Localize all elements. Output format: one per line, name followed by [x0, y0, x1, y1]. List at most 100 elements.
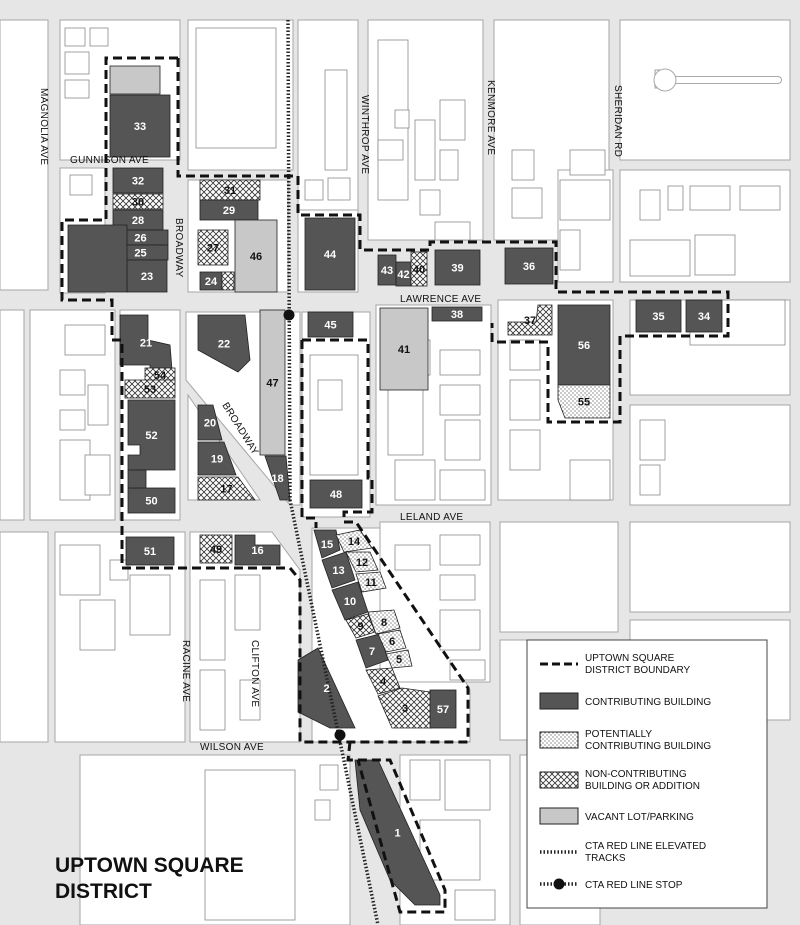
cta-stop-wilson[interactable]	[334, 729, 346, 741]
sheridan-loop	[653, 68, 782, 92]
map-title-line1: UPTOWN SQUARE	[55, 854, 244, 877]
building-50[interactable]	[127, 487, 176, 514]
legend-potentially-label-1: POTENTIALLY	[585, 729, 652, 740]
building-label-29: 29	[223, 205, 235, 217]
building-label-25: 25	[134, 248, 146, 260]
street-kenmore: KENMORE AVE	[485, 80, 496, 155]
building-label-40: 40	[413, 264, 425, 276]
district-boundary	[60, 56, 730, 914]
building-label-32: 32	[132, 176, 144, 188]
building-label-38: 38	[451, 309, 463, 321]
building-52[interactable]	[127, 399, 176, 471]
legend-boundary-label-1: UPTOWN SQUARE	[585, 653, 675, 664]
building-label-48: 48	[330, 489, 342, 501]
street-racine: RACINE AVE	[180, 640, 191, 702]
building-23[interactable]	[126, 259, 168, 293]
building-7[interactable]	[355, 633, 389, 669]
building-label-14: 14	[348, 536, 361, 548]
building-label-37: 37	[524, 315, 536, 327]
building-label-11: 11	[365, 577, 377, 589]
building-label-57: 57	[437, 704, 449, 716]
building-37[interactable]	[507, 304, 553, 336]
street-winthrop: WINTHROP AVE	[359, 95, 370, 174]
building-label-42: 42	[397, 269, 409, 281]
building-38[interactable]	[431, 306, 483, 322]
building-57[interactable]	[429, 689, 457, 729]
building-label-7: 7	[369, 646, 375, 658]
street-magnolia: MAGNOLIA AVE	[38, 88, 49, 165]
building-51[interactable]	[125, 536, 175, 566]
building-27[interactable]	[197, 229, 229, 266]
street-clifton: CLIFTON AVE	[249, 640, 260, 707]
building-label-44: 44	[324, 249, 337, 261]
building-29[interactable]	[199, 199, 259, 221]
building-4[interactable]	[365, 667, 401, 695]
building-label-41: 41	[398, 344, 410, 356]
building-35[interactable]	[635, 299, 682, 333]
building-19[interactable]	[197, 441, 237, 476]
building-label-19: 19	[211, 454, 223, 466]
legend-boundary-label-2: DISTRICT BOUNDARY	[585, 665, 691, 676]
building-34[interactable]	[685, 299, 723, 333]
building-47[interactable]	[259, 309, 286, 456]
building-12[interactable]	[345, 551, 379, 573]
building-48[interactable]	[309, 479, 363, 509]
building-label-1: 1	[394, 828, 400, 840]
legend-tracks-label-1: CTA RED LINE ELEVATED	[585, 841, 706, 852]
building-20[interactable]	[197, 404, 223, 441]
building-36[interactable]	[504, 247, 554, 285]
building-30[interactable]	[112, 193, 164, 210]
building-label-35: 35	[652, 311, 664, 323]
building-label-6: 6	[389, 636, 395, 648]
building-55[interactable]	[557, 384, 611, 419]
building-33[interactable]	[109, 94, 171, 158]
building-label-2: 2	[323, 683, 329, 695]
building-13[interactable]	[321, 551, 356, 589]
building-label-4: 4	[380, 676, 387, 688]
building-39[interactable]	[434, 249, 481, 286]
building-1[interactable]	[354, 759, 441, 906]
district-buildings	[67, 65, 723, 906]
building-label-47: 47	[266, 378, 278, 390]
building-label-52: 52	[145, 430, 157, 442]
building-label-8: 8	[381, 617, 387, 629]
building-label-55: 55	[578, 397, 590, 409]
legend-potentially-label-2: CONTRIBUTING BUILDING	[585, 741, 711, 752]
building-label-53: 53	[144, 384, 156, 396]
building-label-50: 50	[145, 496, 157, 508]
building-2[interactable]	[297, 647, 356, 729]
building-11[interactable]	[355, 571, 387, 593]
building-label-20: 20	[204, 418, 216, 430]
building-label-24: 24	[205, 276, 218, 288]
building-49[interactable]	[199, 534, 233, 564]
building-label-26: 26	[134, 233, 146, 245]
building-45[interactable]	[307, 311, 354, 338]
legend-noncontributing-label-2: BUILDING OR ADDITION	[585, 781, 700, 792]
building-22[interactable]	[197, 314, 251, 373]
building-40[interactable]	[410, 251, 428, 287]
building-16[interactable]	[234, 534, 281, 566]
building-15[interactable]	[313, 529, 341, 559]
legend-noncontributing-swatch	[539, 771, 579, 789]
building-17[interactable]	[197, 476, 256, 501]
building-label-21: 21	[140, 338, 152, 350]
building-32[interactable]	[112, 167, 164, 194]
building-label-34: 34	[698, 311, 711, 323]
cta-stop-lawrence[interactable]	[283, 309, 295, 321]
legend-noncontributing-label-1: NON-CONTRIBUTING	[585, 769, 687, 780]
building-53[interactable]	[124, 379, 176, 399]
legend-tracks-label-2: TRACKS	[585, 853, 626, 864]
building-5[interactable]	[385, 649, 413, 669]
legend-stop-dot	[553, 878, 565, 890]
building-6[interactable]	[377, 629, 407, 653]
building-8[interactable]	[367, 609, 401, 635]
building-label-17: 17	[220, 484, 232, 496]
legend: UPTOWN SQUARE DISTRICT BOUNDARY CONTRIBU…	[526, 639, 768, 909]
building-46[interactable]	[234, 219, 278, 293]
building-41[interactable]	[379, 307, 429, 391]
street-lawrence: LAWRENCE AVE	[400, 294, 481, 305]
building-label-5: 5	[396, 654, 402, 666]
building-44[interactable]	[304, 217, 356, 291]
